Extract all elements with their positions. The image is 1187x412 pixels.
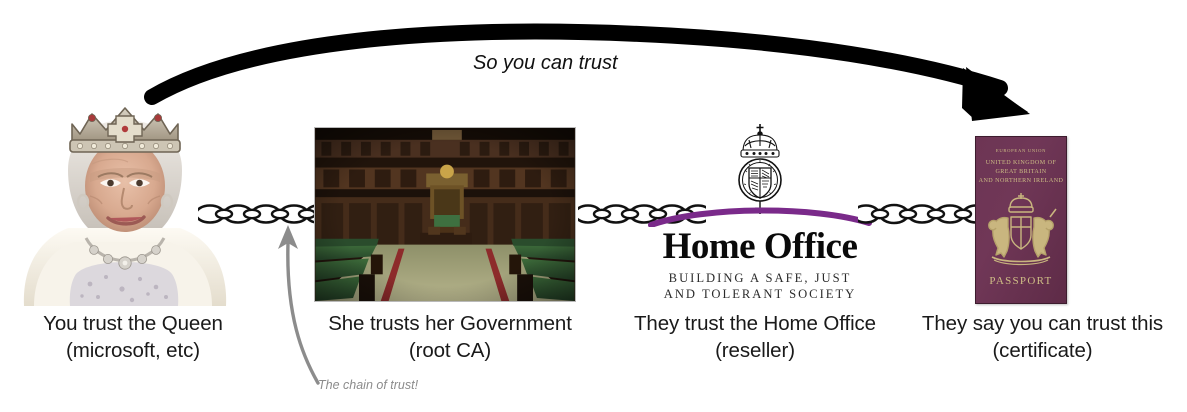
- caption-government-line1: She trusts her Government: [328, 312, 572, 335]
- royal-arms-icon: [988, 193, 1057, 266]
- royal-coat-of-arms-crest: [738, 124, 782, 214]
- caption-home-office-line2: (reseller): [715, 339, 795, 363]
- caption-queen-line2: (microsoft, etc): [66, 339, 200, 363]
- passport-union-text: EUROPEAN UNION: [995, 148, 1047, 153]
- passport-country-line2: GREAT BRITAIN: [995, 169, 1047, 176]
- passport-word: PASSPORT: [989, 275, 1053, 287]
- queen-photo: [20, 78, 230, 306]
- caption-government: She trusts her Government (root CA): [315, 310, 585, 365]
- uk-passport: EUROPEAN UNION UNITED KINGDOM OF GREAT B…: [975, 136, 1067, 304]
- home-office-strapline: BUILDING A SAFE, JUST AND TOLERANT SOCIE…: [645, 270, 875, 302]
- home-office-logo: Home Office BUILDING A SAFE, JUST AND TO…: [645, 122, 875, 304]
- purple-swoosh: [648, 207, 872, 227]
- caption-queen: You trust the Queen (microsoft, etc): [8, 310, 258, 365]
- home-office-strapline-line2: AND TOLERANT SOCIETY: [663, 287, 857, 302]
- caption-certificate-line2: (certificate): [992, 339, 1093, 363]
- passport-country-line1: UNITED KINGDOM OF: [985, 160, 1057, 166]
- caption-home-office-line1: They trust the Home Office: [634, 312, 876, 335]
- chain-queen-government: [198, 204, 323, 224]
- caption-government-line2: (root CA): [408, 339, 492, 363]
- caption-certificate: They say you can trust this (certificate…: [905, 310, 1180, 365]
- chain-homeoffice-passport: [858, 203, 986, 225]
- caption-certificate-line1: They say you can trust this: [921, 312, 1164, 335]
- house-of-commons-photo: [314, 127, 576, 302]
- chain-of-trust-note: The chain of trust!: [318, 378, 419, 392]
- caption-queen-line1: You trust the Queen: [43, 312, 223, 335]
- home-office-strapline-line1: BUILDING A SAFE, JUST: [668, 271, 852, 285]
- chain-of-trust-pointer: [278, 225, 320, 385]
- passport-country-text: UNITED KINGDOM OF GREAT BRITAIN AND NORT…: [976, 159, 1066, 186]
- crown-icon: [69, 107, 181, 153]
- caption-home-office: They trust the Home Office (reseller): [615, 310, 895, 365]
- trust-arrow: [144, 23, 1030, 121]
- trust-arrow-label: So you can trust: [473, 52, 618, 74]
- home-office-title: Home Office: [662, 226, 858, 267]
- passport-country-line3: AND NORTHERN IRELAND: [978, 178, 1064, 185]
